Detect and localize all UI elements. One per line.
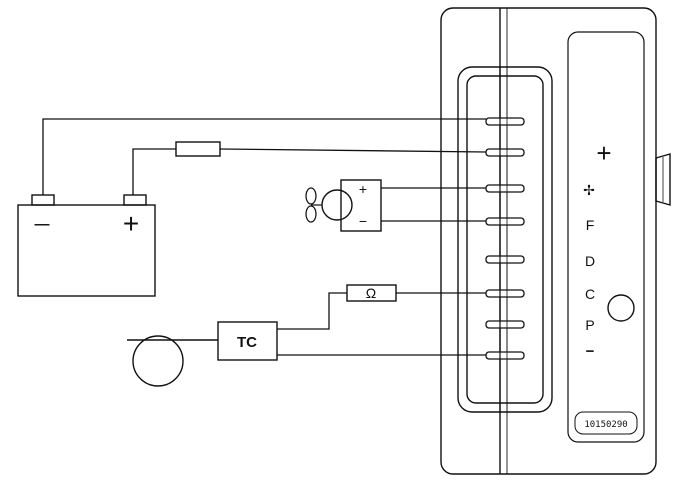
battery-plus-label: + (123, 208, 139, 239)
controller-unit (440, 7, 671, 475)
terminal-window-outer (457, 66, 553, 413)
motor-bracket (340, 179, 382, 232)
terminal-pin (485, 289, 525, 298)
label-panel (567, 31, 645, 443)
battery-body (17, 204, 156, 297)
part-number-box (574, 411, 638, 435)
terminal-label-plus: + (596, 138, 611, 168)
terminal-pin (485, 217, 525, 226)
terminal-labels: + ✢ F D C P − 10150290 (583, 138, 628, 430)
wire-tc-resistor (277, 292, 347, 330)
terminal-label-f: F (586, 217, 595, 233)
wiring (42, 118, 487, 356)
battery-minus-label: — (35, 216, 50, 233)
terminal-label-d: D (585, 253, 595, 269)
terminal-pin (485, 117, 525, 126)
wire-negative (42, 118, 486, 195)
terminal-pin (485, 148, 525, 157)
terminal-pins (485, 117, 525, 360)
terminal-pin (485, 320, 525, 329)
terminal-label-minus: − (586, 343, 595, 360)
fuse (175, 141, 221, 157)
battery-terminal-positive (123, 194, 147, 206)
terminal-label-fan: ✢ (583, 182, 595, 198)
part-number: 10150290 (584, 420, 627, 430)
motor-minus-label: − (359, 213, 367, 229)
side-tab (655, 153, 671, 206)
fan-icon (305, 187, 322, 223)
tc-box (217, 321, 278, 361)
controller-housing (440, 7, 657, 475)
terminal-pin (485, 184, 525, 193)
wire-positive-fused (219, 148, 487, 153)
battery (17, 194, 156, 297)
resistor-label: Ω (366, 285, 376, 301)
tc-label: TC (237, 334, 257, 351)
terminal-label-c: C (585, 286, 595, 302)
terminal-label-p: P (585, 317, 594, 333)
sensor-bulb (132, 335, 184, 387)
thermocouple-sensor (127, 335, 218, 387)
terminal-window-inner (466, 75, 544, 404)
wire-positive (132, 148, 176, 195)
battery-terminal-negative (31, 194, 55, 206)
motor-plus-label: + (359, 181, 367, 197)
motor-circle (321, 189, 353, 221)
terminal-pin (485, 255, 525, 264)
adjust-knob (607, 294, 635, 322)
terminal-pin (485, 351, 525, 360)
fan-motor (321, 179, 382, 232)
